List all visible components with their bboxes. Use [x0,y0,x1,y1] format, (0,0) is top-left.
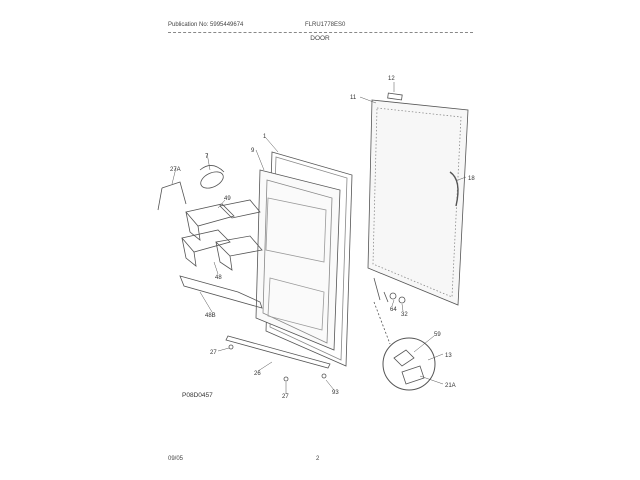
hinge-washer [398,296,406,304]
callout-27A: 27A [170,167,181,173]
model-number: FLRU1778ES0 [305,22,346,28]
hinge-detail-circle [382,337,436,391]
callout-49: 49 [224,196,231,202]
callout-64: 64 [390,307,397,313]
door-bar [179,275,263,309]
callout-93: 93 [332,390,339,396]
dairy-bracket [157,181,187,211]
screw [283,376,289,382]
hinge-pin [373,277,389,303]
outer-door-panel [367,99,469,306]
page-number: 2 [316,456,320,462]
publication-number: Publication No: 5995449674 [168,22,244,28]
callout-11: 11 [350,95,357,101]
screw [321,373,327,379]
callout-32: 32 [401,312,408,318]
callout-7: 7 [205,154,209,160]
callout-27-lower: 27 [282,394,289,400]
callout-13: 13 [445,353,452,359]
callout-9: 9 [251,148,255,154]
callout-12: 12 [388,76,395,82]
header-rule [168,32,473,33]
drawing-id: P08D0457 [182,392,213,399]
lower-trim [225,335,331,369]
door-handle [449,171,459,207]
hinge-bushing [389,292,397,300]
callout-26: 26 [254,371,261,377]
callout-18: 18 [468,176,475,182]
callout-48B: 48B [205,313,216,319]
door-bins [181,199,263,271]
callout-21A: 21A [445,383,456,389]
dairy-door [200,171,224,189]
callout-48: 48 [215,275,222,281]
hinge-detail-part [393,349,415,367]
label-plate [387,92,403,101]
screw [228,344,234,350]
footer-date: 09/05 [168,456,184,462]
inner-door-liner [255,169,341,351]
callout-59: 59 [434,332,441,338]
callout-27-upper: 27 [210,350,217,356]
diagram-title: DOOR [310,35,330,42]
callout-1: 1 [263,134,267,140]
